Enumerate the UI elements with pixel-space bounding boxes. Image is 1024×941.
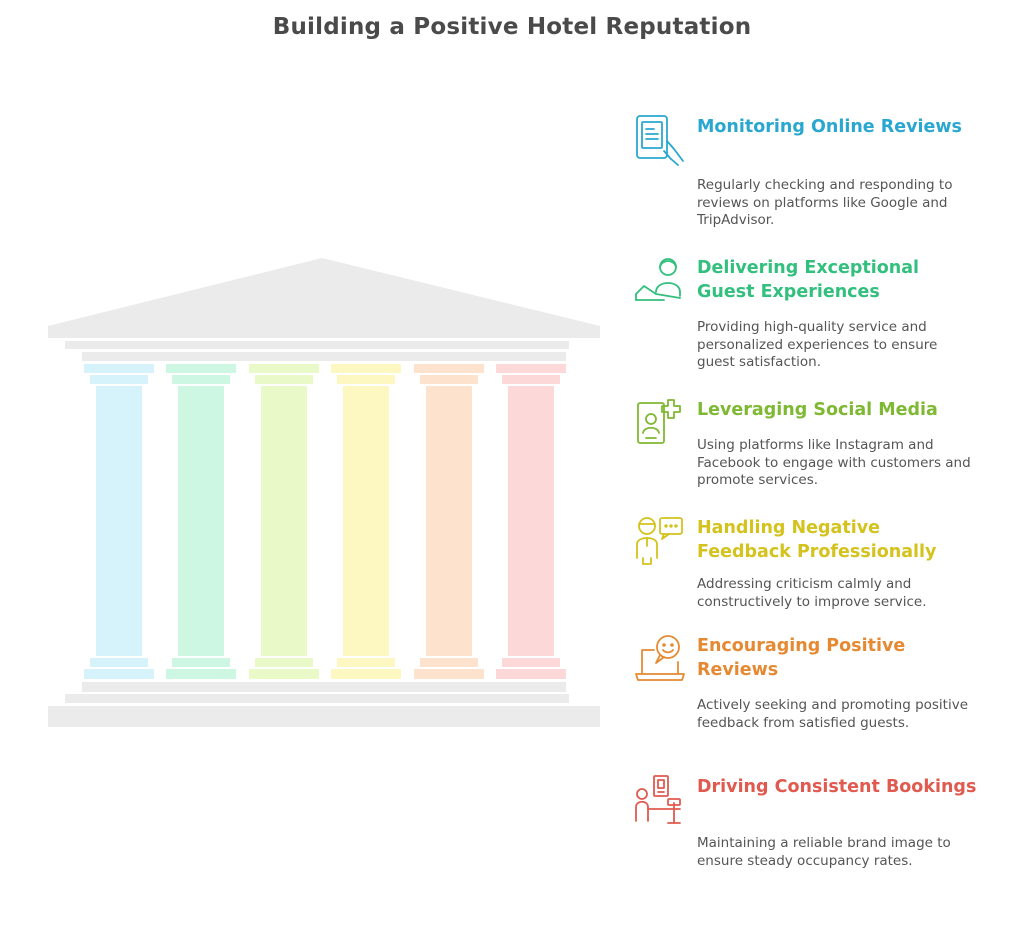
temple-entablature [65, 341, 569, 349]
temple-frieze [82, 352, 566, 361]
item-description: Regularly checking and responding to rev… [697, 177, 953, 228]
item-description: Providing high-quality service and perso… [697, 319, 938, 370]
person-chat-icon [636, 517, 683, 565]
item-heading: Leveraging Social Media [697, 400, 938, 420]
temple-base-middle [65, 694, 569, 703]
item-description: Addressing criticism calmly and construc… [697, 576, 927, 610]
booking-desk-icon [635, 775, 681, 824]
pillar-6 [496, 364, 566, 679]
tablet-review-icon [636, 115, 684, 166]
temple-base-bottom [48, 706, 600, 727]
concierge-service-icon [635, 258, 681, 301]
item-description: Actively seeking and promoting positive … [697, 697, 969, 731]
item-description: Using platforms like Instagram and Faceb… [697, 437, 971, 488]
pillar-2 [166, 364, 236, 679]
add-contact-phone-icon [637, 399, 681, 444]
item-heading: Delivering Exceptional Guest Experiences [697, 258, 920, 302]
pillar-3 [249, 364, 319, 679]
item-heading: Handling Negative Feedback Professionall… [697, 518, 937, 562]
item-description: Maintaining a reliable brand image to en… [697, 835, 951, 869]
temple-roof [48, 258, 600, 338]
temple-diagram [48, 258, 600, 727]
temple-base-top [82, 682, 566, 692]
item-heading: Monitoring Online Reviews [697, 117, 962, 137]
page-title: Building a Positive Hotel Reputation [272, 14, 752, 40]
pillar-1 [84, 364, 154, 679]
laptop-smile-icon [635, 635, 685, 681]
item-heading: Encouraging Positive Reviews [697, 636, 906, 680]
pillar-4 [331, 364, 401, 679]
pillar-5 [414, 364, 484, 679]
item-heading: Driving Consistent Bookings [697, 777, 977, 797]
